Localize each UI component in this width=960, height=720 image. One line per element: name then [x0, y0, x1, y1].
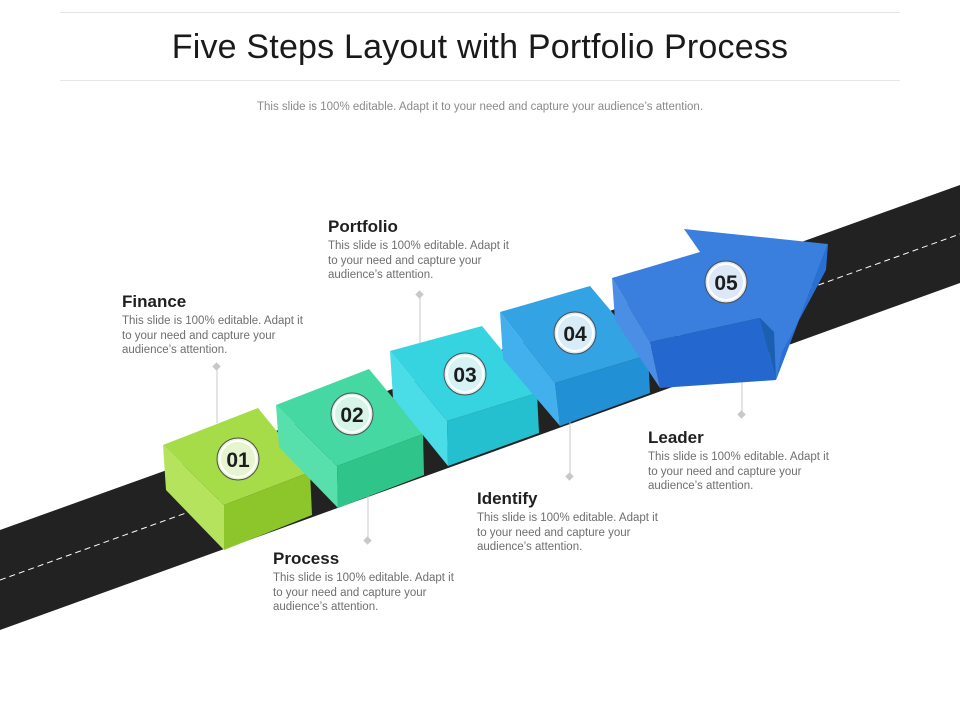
badge-01-number: 01 [226, 449, 250, 472]
step-heading: Process [273, 549, 340, 568]
top-rule [60, 12, 900, 13]
step-label-process: Process This slide is 100% editable. Ada… [273, 549, 463, 615]
connector-lines [212, 290, 746, 545]
badge-01: 01 [216, 437, 260, 481]
step-label-identify: Identify This slide is 100% editable. Ad… [477, 489, 667, 555]
badge-02: 02 [330, 392, 374, 436]
badge-05-number: 05 [714, 272, 738, 295]
step-label-portfolio: Portfolio This slide is 100% editable. A… [328, 217, 518, 283]
step-description: This slide is 100% editable. Adapt it to… [477, 512, 658, 553]
step-description: This slide is 100% editable. Adapt it to… [648, 451, 829, 492]
step-description: This slide is 100% editable. Adapt it to… [122, 315, 303, 356]
badge-03-number: 03 [453, 364, 476, 387]
step-heading: Portfolio [328, 217, 398, 236]
step-heading: Leader [648, 428, 704, 447]
step-heading: Identify [477, 489, 538, 508]
step-heading: Finance [122, 292, 187, 311]
step-description: This slide is 100% editable. Adapt it to… [273, 572, 454, 613]
title-underline [60, 80, 900, 81]
step-description: This slide is 100% editable. Adapt it to… [328, 240, 509, 281]
badge-04-number: 04 [563, 323, 587, 346]
step-label-leader: Leader This slide is 100% editable. Adap… [648, 428, 838, 494]
slide-title: Five Steps Layout with Portfolio Process [171, 28, 789, 66]
badge-03: 03 [443, 352, 487, 396]
slide-subtitle: This slide is 100% editable. Adapt it to… [256, 101, 704, 113]
step-label-finance: Finance This slide is 100% editable. Ada… [122, 292, 312, 358]
badge-02-number: 02 [340, 404, 363, 427]
badge-04: 04 [553, 311, 597, 355]
badge-05: 05 [704, 260, 748, 304]
step-arrow-05 [612, 229, 828, 388]
